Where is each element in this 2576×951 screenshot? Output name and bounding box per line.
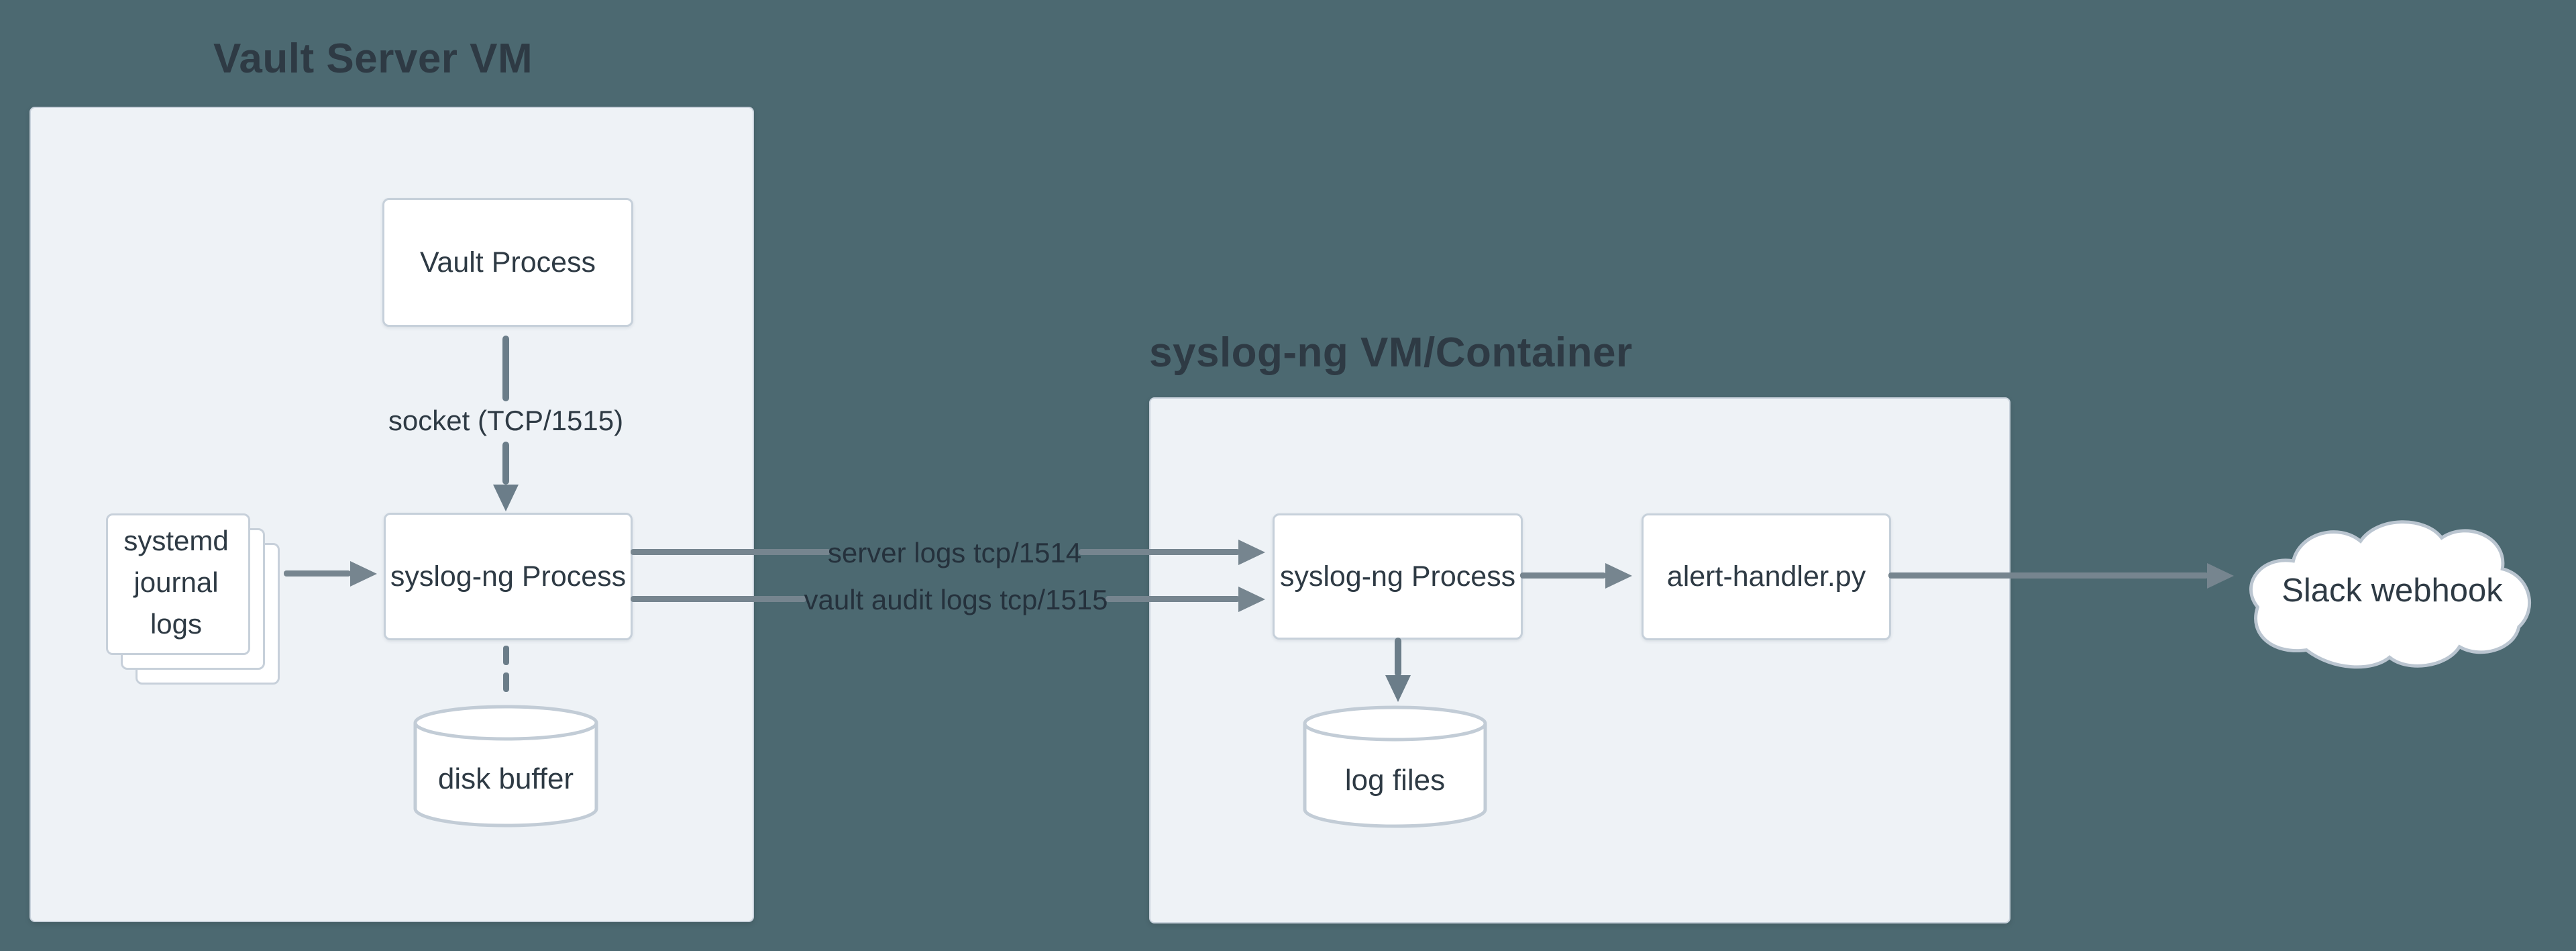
database-cylinder-icon-disk-buffer: disk buffer (413, 705, 598, 828)
slack-webhook-label: Slack webhook (2282, 572, 2503, 609)
log-files-label: log files (1344, 764, 1446, 797)
disk-buffer-label: disk buffer (437, 762, 574, 795)
edge-server-logs-arrowhead (1238, 540, 1265, 565)
vault-vm-title: Vault Server VM (213, 36, 533, 82)
edge-journal-line (284, 570, 351, 577)
edge-slack-line (1888, 572, 2208, 579)
edge-journal-arrowhead (350, 561, 377, 587)
syslog-vm-title: syslog-ng VM/Container (1149, 330, 1633, 376)
edge-socket-line-bottom (502, 442, 509, 485)
edge-server-logs-line-right (1079, 549, 1240, 555)
edge-alert-arrowhead (1605, 563, 1632, 589)
node-vault-process: Vault Process (382, 198, 633, 327)
node-syslog-process-left: syslog-ng Process (384, 513, 633, 640)
edge-server-logs-line-left (631, 549, 830, 555)
edge-slack-arrowhead (2207, 563, 2234, 589)
edge-alert-line (1520, 572, 1606, 579)
edge-diskbuffer-dash-1 (503, 646, 509, 665)
edge-socket-arrowhead (493, 485, 519, 511)
database-cylinder-icon-log-files: log files (1303, 705, 1487, 829)
stack-card-front (106, 513, 250, 655)
node-alert-handler: alert-handler.py (1642, 513, 1891, 640)
group-syslog-ng-vm (1149, 397, 2010, 923)
edge-server-logs-label: server logs tcp/1514 (827, 537, 1082, 568)
edge-audit-logs-line-left (631, 596, 806, 602)
edge-socket-line-top (502, 336, 509, 401)
edge-audit-logs-line-right (1106, 596, 1240, 602)
cloud-icon: Slack webhook (2234, 505, 2551, 683)
node-syslog-process-right: syslog-ng Process (1273, 513, 1523, 640)
edge-diskbuffer-dash-2 (503, 672, 509, 692)
edge-audit-logs-label: vault audit logs tcp/1515 (804, 584, 1108, 615)
edge-logfiles-arrowhead (1385, 675, 1411, 702)
edge-socket-label: socket (TCP/1515) (388, 405, 624, 436)
edge-audit-logs-arrowhead (1238, 587, 1265, 612)
edge-logfiles-line (1395, 638, 1401, 677)
journal-stack-label: systemd journal logs (123, 524, 229, 640)
